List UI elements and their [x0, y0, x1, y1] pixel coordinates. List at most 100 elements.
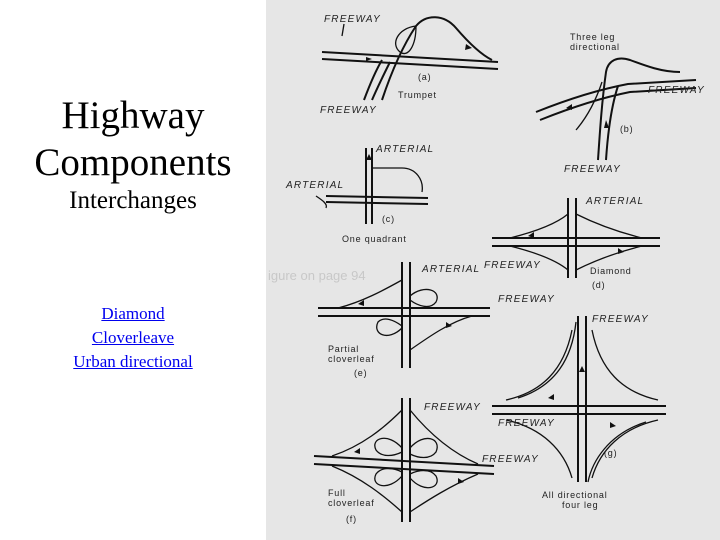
partial-loop-sw [376, 318, 403, 337]
all-dir-ramp-se-2 [587, 421, 647, 483]
clover-outer-sw [331, 465, 403, 513]
trumpet-diagram [321, 16, 499, 101]
trumpet-stem-2 [371, 61, 391, 101]
partial-cloverleaf-diagram [318, 262, 490, 368]
all-dir-ramp-nw [505, 329, 573, 401]
arrow [528, 232, 534, 238]
link-cloverleave[interactable]: Cloverleave [91, 328, 175, 347]
three-leg-directional-diagram [535, 57, 697, 161]
partial-arterial: ARTERIAL [421, 264, 480, 275]
arrow [366, 57, 372, 61]
arrow [465, 44, 472, 50]
interchange-diagrams: igure on page 94 FREEWAY FREEWAY (a) Tru… [268, 14, 705, 524]
directional-freeway: FREEWAY [648, 85, 705, 96]
all-dir-ramp-sw [505, 419, 573, 479]
label-one-quadrant: One quadrant [342, 234, 407, 244]
all-directional-diagram [492, 316, 666, 483]
label-full-cloverleaf: cloverleaf [328, 498, 375, 508]
arrow [566, 104, 572, 110]
partial-ramp-nw [337, 279, 403, 309]
all-directional-freeway-left: FREEWAY [498, 418, 555, 429]
clover-outer-ne [409, 409, 479, 465]
all-directional-freeway-top: FREEWAY [592, 314, 649, 325]
label-four-leg: four leg [562, 500, 598, 510]
quadrant-arterial-line-2 [325, 201, 429, 205]
diamond-diagram [492, 198, 660, 278]
trumpet-mainline [321, 51, 499, 63]
all-dir-ramp-nw-2 [517, 321, 577, 399]
link-diamond[interactable]: Diamond [101, 304, 165, 323]
clover-loop-ne [409, 437, 438, 459]
arrow [579, 366, 585, 372]
arrow [354, 448, 360, 454]
arrow [366, 154, 372, 160]
clover-outer-se [409, 473, 479, 513]
clover-loop-se [409, 469, 438, 489]
label-partial-cloverleaf: cloverleaf [328, 354, 375, 364]
label-f: (f) [346, 514, 357, 524]
directional-mainline [535, 79, 697, 113]
arrow [548, 394, 554, 400]
all-dir-ramp-se [591, 419, 659, 479]
diamond-ramp-nw [509, 213, 569, 239]
label-directional: directional [570, 42, 620, 52]
directional-stem [605, 85, 619, 161]
diamond-ramp-ne [575, 213, 643, 239]
label-e: (e) [354, 368, 367, 378]
all-dir-ramp-ne [591, 329, 659, 401]
title-line-1: Highway [61, 94, 205, 137]
quadrant-ramp-left [315, 195, 328, 209]
one-quadrant-diagram [315, 148, 429, 224]
arrow [358, 300, 364, 306]
clover-loop-nw [374, 437, 403, 457]
quadrant-arterial-left: ARTERIAL [285, 180, 344, 191]
slide-subtitle: Interchanges [69, 187, 197, 214]
label-full: Full [328, 488, 346, 498]
label-b: (b) [620, 124, 633, 134]
label-diamond: Diamond [590, 266, 632, 276]
trumpet-freeway-bottom: FREEWAY [320, 105, 377, 116]
quadrant-arterial-top: ARTERIAL [375, 144, 434, 155]
full-cloverleaf-diagram [313, 398, 495, 522]
topic-links: Diamond Cloverleave Urban directional [0, 302, 266, 374]
trumpet-loop [395, 25, 417, 55]
label-all-directional: All directional [542, 490, 608, 500]
interchange-figure: igure on page 94 FREEWAY FREEWAY (a) Tru… [266, 0, 720, 540]
arrow [618, 248, 624, 254]
trumpet-stem [363, 59, 383, 101]
label-three-leg: Three leg [570, 32, 615, 42]
clover-loop-sw [374, 467, 403, 487]
label-g: (g) [604, 448, 617, 458]
slide-left-column: Highway Components Interchanges Diamond … [0, 0, 266, 540]
leader-line [341, 23, 345, 37]
full-clover-freeway-right: FREEWAY [482, 454, 539, 465]
link-urban-directional[interactable]: Urban directional [73, 352, 193, 371]
directional-ramp-2 [575, 81, 603, 131]
title-line-2: Components [34, 141, 232, 184]
full-clover-freeway-top: FREEWAY [424, 402, 481, 413]
bleed-through-text: igure on page 94 [268, 268, 366, 283]
directional-mainline-2 [539, 87, 697, 121]
trumpet-mainline-2 [321, 58, 499, 70]
diamond-arterial: ARTERIAL [585, 196, 644, 207]
trumpet-freeway-top: FREEWAY [324, 14, 381, 25]
full-clover-mainline-2 [313, 463, 495, 475]
diamond-ramp-sw [509, 245, 569, 271]
arrow [458, 478, 464, 484]
slide-title: Highway Components [0, 92, 266, 186]
arrow [604, 120, 609, 128]
quadrant-arterial-line [325, 195, 429, 199]
full-clover-mainline [313, 455, 495, 467]
arrow [446, 322, 452, 328]
diamond-freeway: FREEWAY [484, 260, 541, 271]
partial-loop-ne [409, 288, 438, 308]
label-d: (d) [592, 280, 605, 290]
label-partial: Partial [328, 344, 359, 354]
label-c: (c) [382, 214, 395, 224]
directional-freeway-bottom: FREEWAY [564, 164, 621, 175]
directional-ramp [597, 57, 681, 161]
partial-freeway: FREEWAY [498, 294, 555, 305]
arrow [610, 422, 616, 428]
partial-ramp-se [409, 315, 473, 351]
label-trumpet: Trumpet [398, 90, 437, 100]
